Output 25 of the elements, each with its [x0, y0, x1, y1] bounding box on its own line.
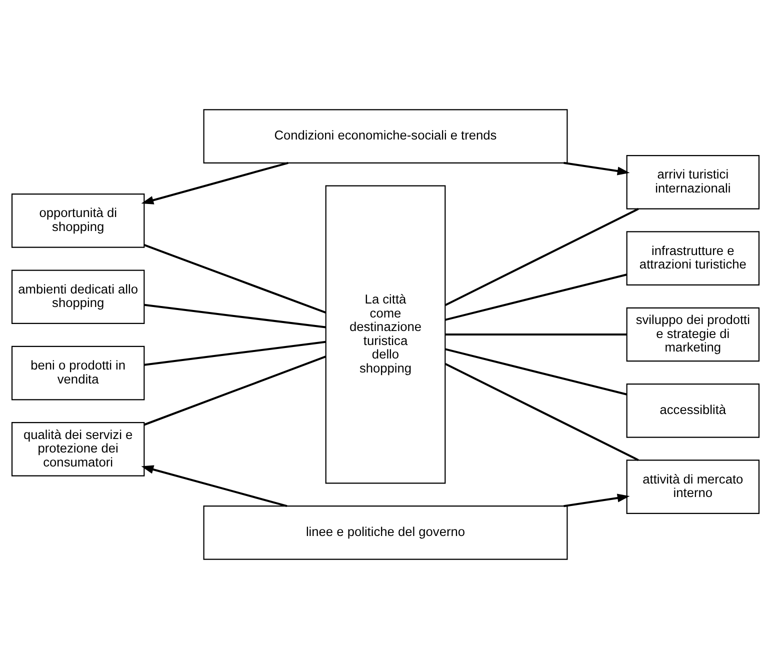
node-box: qualità dei servizi e protezione dei consumatori — [11, 422, 145, 476]
connector — [444, 208, 639, 306]
node-box: sviluppo dei prodotti e strategie di marketing — [626, 307, 760, 362]
node-box: ambienti dedicati allo shopping — [11, 270, 145, 324]
arrow — [141, 465, 288, 508]
connector — [445, 274, 627, 321]
node-box: arrivi turistici internazionali — [626, 155, 760, 210]
connector — [144, 340, 326, 366]
connector — [144, 356, 326, 426]
node-box: attività di mercato interno — [626, 460, 760, 514]
connector — [444, 362, 639, 461]
node-box: accessiblità — [626, 384, 760, 438]
node-box: beni o prodotti in vendita — [11, 346, 145, 400]
node-box: Condizioni economiche-sociali e trends — [203, 109, 568, 164]
connector — [445, 334, 627, 336]
node-box: linee e politiche del governo — [203, 506, 568, 560]
connector — [445, 348, 627, 396]
arrow — [141, 162, 288, 204]
arrow — [564, 162, 630, 176]
node-box: La città come destinazione turistica dello shopping — [325, 185, 446, 484]
node-box: infrastrutture e attrazioni turistiche — [626, 231, 760, 286]
connector — [144, 244, 326, 314]
connector — [144, 304, 326, 328]
arrow — [564, 494, 630, 508]
node-box: opportunità di shopping — [11, 194, 145, 248]
